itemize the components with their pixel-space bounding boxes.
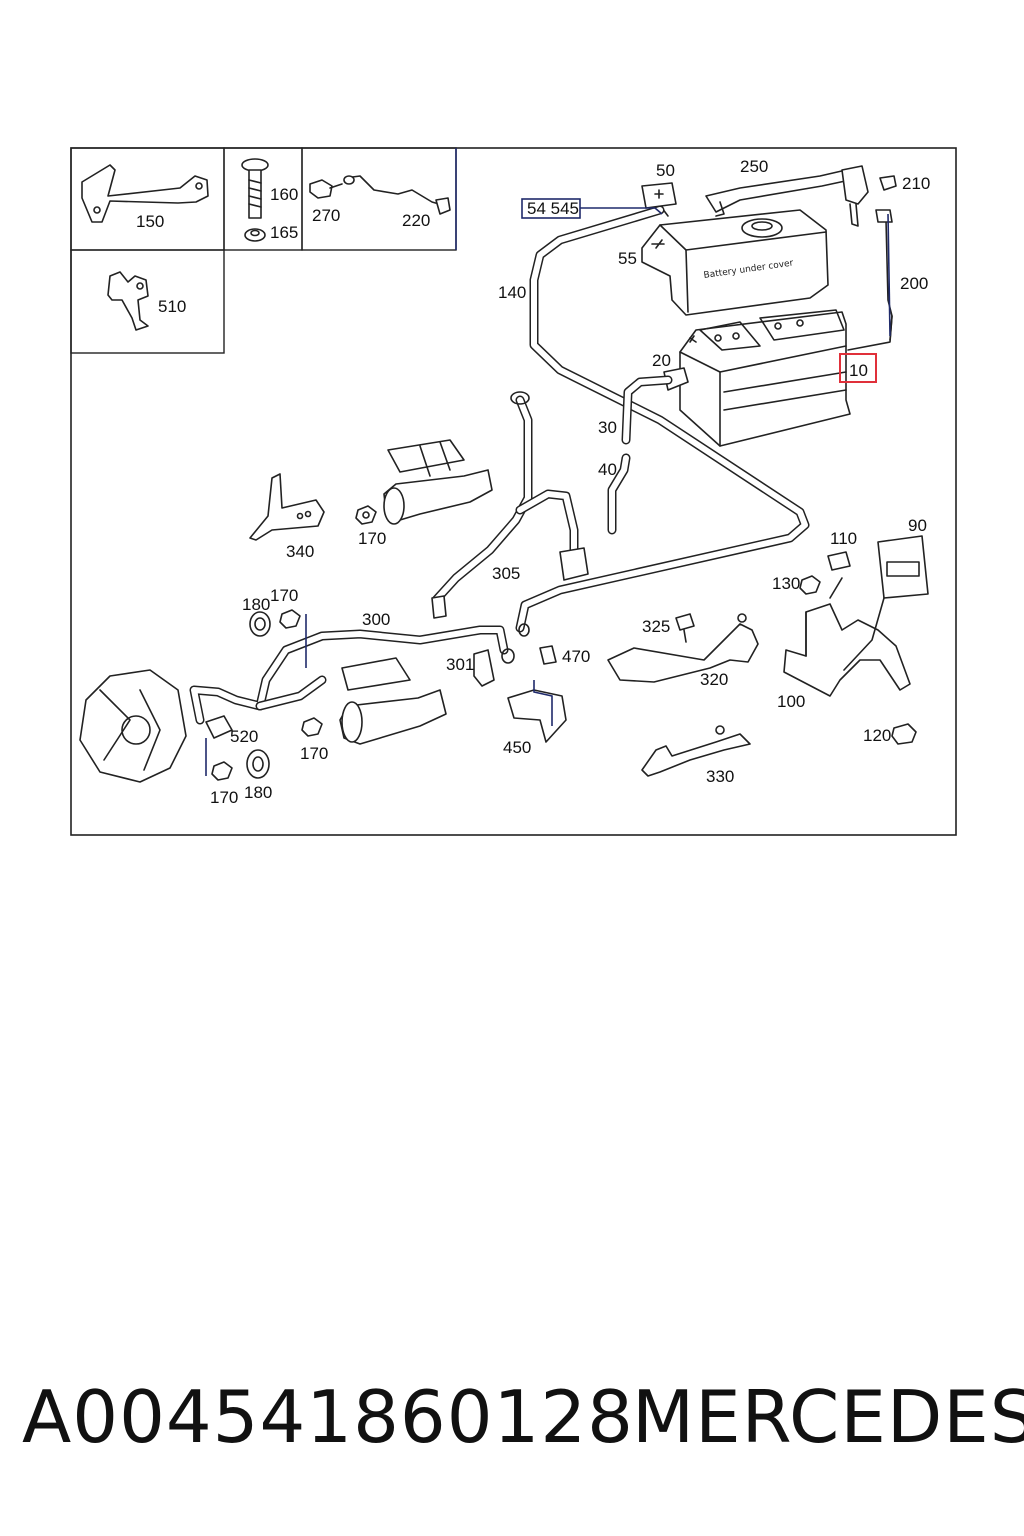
part-305-cable — [431, 391, 589, 619]
callout-250[interactable]: 250 — [740, 157, 768, 176]
part-165-nut — [244, 228, 266, 242]
part-300-harness — [189, 623, 530, 725]
callout-40[interactable]: 40 — [598, 460, 617, 479]
callout-170-bottom[interactable]: 170 — [210, 788, 238, 807]
part-170-nut-mid — [279, 609, 307, 668]
callout-340[interactable]: 340 — [286, 542, 314, 561]
part-180-grommet-upper — [249, 611, 271, 637]
part-180-grommet-bottom — [246, 749, 270, 779]
callout-180-bottom[interactable]: 180 — [244, 783, 272, 802]
leader-54545-down — [654, 207, 663, 215]
part-50-clip — [641, 182, 677, 217]
part-520-bolt — [205, 715, 233, 739]
callout-54545-box — [521, 198, 581, 219]
callout-470[interactable]: 470 — [562, 647, 590, 666]
callout-50[interactable]: 50 — [656, 161, 675, 180]
callout-325[interactable]: 325 — [642, 617, 670, 636]
callout-165[interactable]: 165 — [270, 223, 298, 242]
callout-90[interactable]: 90 — [908, 516, 927, 535]
part-220-cable — [343, 175, 451, 215]
callout-30[interactable]: 30 — [598, 418, 617, 437]
part-number: A004541860128 — [22, 1375, 634, 1459]
callout-170-upper[interactable]: 170 — [358, 529, 386, 548]
callout-10[interactable]: 10 — [849, 361, 868, 380]
part-510-bracket — [107, 271, 149, 331]
callout-320[interactable]: 320 — [700, 670, 728, 689]
part-210-terminal — [841, 165, 897, 227]
part-270-bolt — [309, 179, 343, 199]
callout-100[interactable]: 100 — [777, 692, 805, 711]
part-120-nut — [891, 723, 917, 745]
callout-55[interactable]: 55 — [618, 249, 637, 268]
part-330-bracket — [641, 725, 751, 777]
callout-270[interactable]: 270 — [312, 206, 340, 225]
callout-520[interactable]: 520 — [230, 727, 258, 746]
part-55-battery-cover: Battery under cover — [641, 209, 829, 316]
part-170-nut-bottom — [205, 738, 233, 781]
callout-301[interactable]: 301 — [446, 655, 474, 674]
callout-210[interactable]: 210 — [902, 174, 930, 193]
callout-160[interactable]: 160 — [270, 185, 298, 204]
callout-200[interactable]: 200 — [900, 274, 928, 293]
part-40-hose — [607, 453, 631, 535]
callout-220[interactable]: 220 — [402, 211, 430, 230]
callout-180-upper[interactable]: 180 — [242, 595, 270, 614]
part-160-bolt — [241, 158, 269, 219]
callout-140[interactable]: 140 — [498, 283, 526, 302]
callout-450[interactable]: 450 — [503, 738, 531, 757]
callout-150[interactable]: 150 — [136, 212, 164, 231]
callout-120[interactable]: 120 — [863, 726, 891, 745]
part-110-clip — [827, 551, 851, 571]
leader-200 — [887, 213, 891, 337]
part-170-nut-upper — [355, 505, 377, 525]
part-20-30-elbow — [621, 367, 689, 445]
part-450-bracket — [507, 680, 567, 743]
brand-name: MERCEDES — [632, 1375, 1024, 1459]
part-130-nut — [799, 575, 843, 599]
footer: A004541860128 MERCEDES — [0, 1375, 1024, 1475]
part-320-bracket — [607, 613, 759, 683]
callout-305[interactable]: 305 — [492, 564, 520, 583]
callout-10-highlight — [839, 353, 877, 383]
part-150-bracket — [81, 164, 209, 223]
part-325-bolt — [675, 613, 695, 643]
part-alternator — [79, 669, 187, 783]
diagram-frame — [70, 147, 957, 836]
callout-510[interactable]: 510 — [158, 297, 186, 316]
callout-20[interactable]: 20 — [652, 351, 671, 370]
part-starter-upper — [383, 439, 493, 525]
part-140-vent-hose — [515, 205, 810, 633]
part-starter-lower — [339, 657, 447, 745]
callout-130[interactable]: 130 — [772, 574, 800, 593]
part-301-clip — [473, 649, 495, 687]
callout-300[interactable]: 300 — [362, 610, 390, 629]
part-100-bracket — [783, 603, 911, 697]
part-10-battery — [679, 309, 851, 447]
part-470-bolt — [539, 645, 557, 665]
part-90-relay — [843, 535, 929, 671]
callout-330[interactable]: 330 — [706, 767, 734, 786]
inset-box-510 — [70, 249, 225, 354]
callout-170-lower[interactable]: 170 — [300, 744, 328, 763]
inset-box-270-220 — [301, 147, 457, 251]
callout-170-mid[interactable]: 170 — [270, 586, 298, 605]
part-340-bracket — [249, 473, 325, 541]
parts-diagram: Battery under cover — [70, 147, 957, 836]
callout-110[interactable]: 110 — [830, 529, 857, 548]
callout-54545[interactable]: 54 545 — [527, 199, 579, 218]
part-170-nut-lower — [301, 717, 323, 737]
part-200-cable — [847, 209, 893, 351]
part-250-cable — [705, 169, 851, 217]
